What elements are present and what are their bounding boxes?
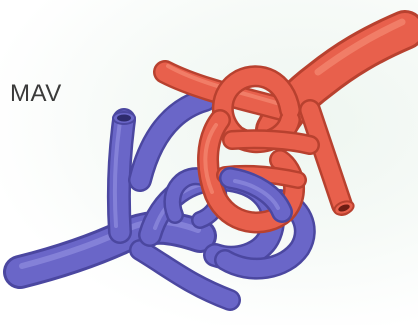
vein-lumen — [117, 115, 131, 122]
